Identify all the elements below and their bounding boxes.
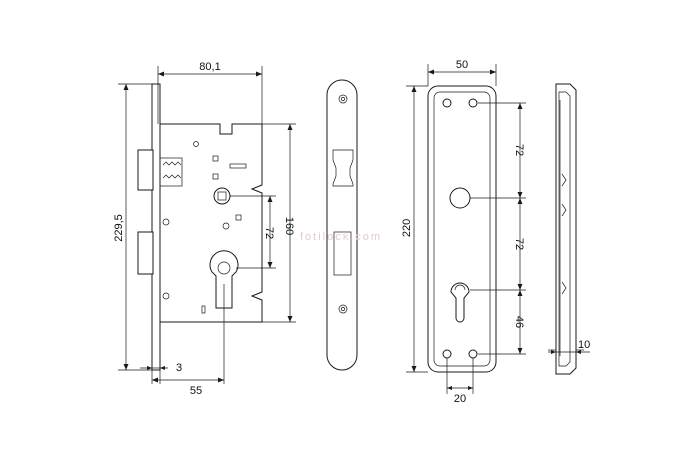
faceplate-screw-top <box>338 94 348 104</box>
dim-160: 160 <box>283 217 295 235</box>
small-square-3 <box>235 214 242 221</box>
dim-plate-hole-offset: 20 <box>454 393 466 405</box>
lock-body-view <box>137 83 263 371</box>
escutcheon-front-view <box>427 85 497 373</box>
plate-inner-outline <box>433 91 491 367</box>
cylinder-cam <box>217 261 231 275</box>
screw-hole-2 <box>222 222 230 230</box>
latch-spring-2 <box>162 174 182 179</box>
latch-internal <box>159 157 183 187</box>
dim-backset: 55 <box>190 385 202 397</box>
lock-case <box>159 123 263 323</box>
latch-opening <box>332 149 354 187</box>
side-profile-view: 10 <box>548 83 590 375</box>
deadbolt-opening <box>333 231 352 276</box>
pin-slot <box>201 305 206 314</box>
dim-plate-72-mid: 72 <box>513 238 525 250</box>
dim-side-thickness: 10 <box>578 339 590 351</box>
cylinder-cutout <box>209 250 239 309</box>
lock-faceplate <box>151 83 161 371</box>
escutcheon-dimensions: 50 220 72 72 46 20 <box>401 59 526 405</box>
follower-hub <box>213 187 231 205</box>
faceplate-front-view <box>326 79 358 371</box>
latch-spring <box>162 161 182 166</box>
side-outer <box>555 83 577 375</box>
watermark-text: fotilock.com <box>300 231 382 243</box>
screw-hole <box>162 218 170 226</box>
dim-plate-width: 50 <box>456 59 468 71</box>
slot-rect <box>229 163 247 169</box>
small-square <box>212 155 219 162</box>
dim-faceplate-thickness: 3 <box>176 362 182 374</box>
dim-plate-height: 220 <box>401 219 413 237</box>
faceplate-outline <box>326 79 358 371</box>
dim-plate-72-top: 72 <box>513 144 525 156</box>
dim-body-width: 80,1 <box>199 61 220 73</box>
faceplate-screw-bottom <box>338 304 348 314</box>
side-inner <box>558 91 571 367</box>
plate-outline <box>427 85 497 373</box>
plate-screw-tr <box>468 98 478 108</box>
dead-bolt <box>137 231 154 275</box>
plate-screw-tl <box>442 98 452 108</box>
latch-bolt <box>137 149 154 191</box>
lock-body-dimensions: 80,1 229,5 160 72 3 55 <box>113 61 296 397</box>
small-square-2 <box>212 173 219 180</box>
spindle-square <box>217 191 227 201</box>
cylinder-hole <box>450 282 470 323</box>
side-grips <box>561 173 567 295</box>
dim-plate-46: 46 <box>513 316 525 328</box>
screw-dot <box>193 141 199 147</box>
dim-total-height: 229,5 <box>113 214 125 242</box>
screw-hole-3 <box>162 292 170 300</box>
dim-72-lock: 72 <box>263 227 275 239</box>
